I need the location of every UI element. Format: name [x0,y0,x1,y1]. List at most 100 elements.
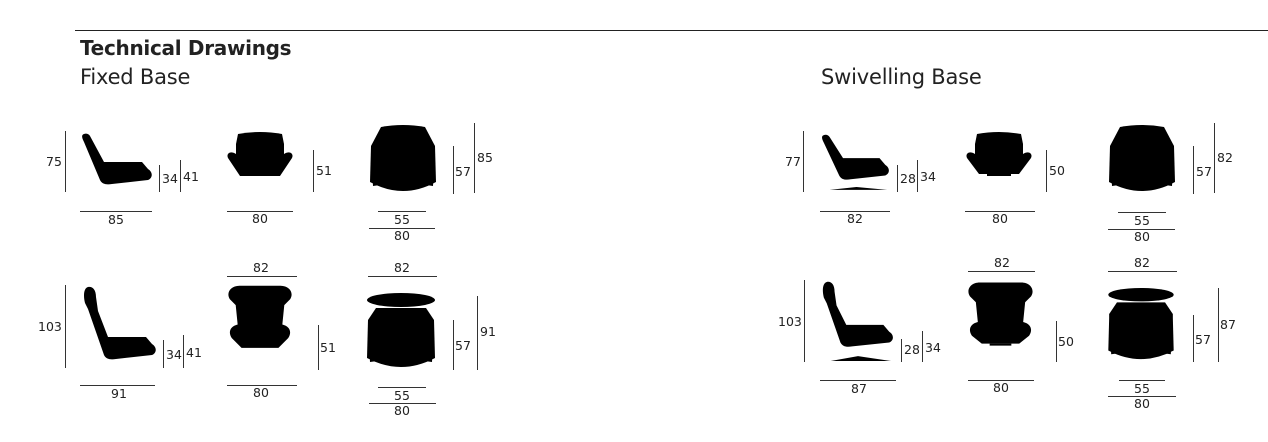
front-chair-drawing [966,280,1035,362]
depth-dim-line [80,385,155,386]
width-dim-line [227,211,293,212]
top-chair-drawing [1108,124,1176,194]
depth-label: 87 [851,381,867,396]
height-label: 103 [778,314,802,329]
seat-dim-line [1193,146,1194,194]
width-dim-line [968,380,1034,381]
seat-height-label: 57 [455,338,471,353]
width-dim-line [227,385,297,386]
wing-width-dim-line [368,276,437,277]
seat-height-label: 28 [900,171,916,186]
arm-height-label: 41 [186,345,202,360]
front-chair-drawing [226,283,294,370]
swivelling-base-heading: Swivelling Base [821,65,982,89]
height-dim-line [803,131,804,192]
seat-width-label: 55 [1134,381,1150,396]
seat-height-label: 57 [1196,164,1212,179]
arm-height-label: 50 [1058,334,1074,349]
depth-label: 85 [108,212,124,227]
depth-dim-line [820,211,890,212]
seat-width-dim-line [1118,212,1166,213]
side-chair-drawing [80,132,155,192]
height-dim-line [65,285,66,368]
arm-dim-line [917,160,918,192]
arm-height-label: 41 [183,169,199,184]
seat-dim-line [897,165,898,192]
wing-width-dim-line [968,271,1035,272]
height-label: 82 [1217,150,1233,165]
depth-dim-line [80,211,152,212]
seat-height-label: 57 [455,164,471,179]
top-chair-drawing [366,292,436,370]
width-dim-line [965,211,1035,212]
depth-dim-line [820,380,896,381]
seat-dim-line [453,320,454,370]
width-label: 80 [1134,229,1150,244]
height-label: 85 [477,150,493,165]
width-label: 80 [993,380,1009,395]
seat-width-label: 55 [394,388,410,403]
arm-height-label: 50 [1049,163,1065,178]
width-label: 80 [394,228,410,243]
width-dim-line [1108,396,1176,397]
width-label: 80 [252,211,268,226]
width-label: 80 [394,403,410,418]
wing-width-label: 82 [1134,255,1150,270]
seat-width-label: 55 [1134,213,1150,228]
seat-height-label: 34 [166,347,182,362]
depth-label: 91 [111,386,127,401]
page-title: Technical Drawings [80,36,292,60]
wing-width-dim-line [1108,271,1177,272]
height-dim-line [477,296,478,370]
top-chair-drawing [1106,287,1176,362]
seat-height-label: 57 [1195,332,1211,347]
seat-dim-line [1193,315,1194,362]
height-dim-line [1214,123,1215,193]
front-chair-drawing [226,130,294,192]
arm-dim-line [922,331,923,362]
arm-dim-line [183,335,184,368]
width-dim-line [369,403,436,404]
wing-width-label: 82 [994,255,1010,270]
wing-width-label: 82 [394,260,410,275]
front-chair-drawing [965,130,1033,192]
arm-height-label: 34 [920,169,936,184]
width-dim-line [1108,229,1175,230]
width-label: 80 [253,385,269,400]
height-dim-line [65,131,66,192]
arm-dim-line [313,150,314,192]
height-dim-line [474,123,475,193]
seat-width-dim-line [378,387,426,388]
side-chair-drawing [820,280,896,362]
depth-label: 82 [847,211,863,226]
width-label: 80 [992,211,1008,226]
arm-dim-line [1046,150,1047,192]
seat-width-dim-line [1119,380,1165,381]
seat-width-dim-line [378,211,426,212]
seat-height-label: 34 [162,171,178,186]
side-chair-drawing [820,132,892,192]
seat-dim-line [453,146,454,194]
height-dim-line [804,280,805,362]
seat-dim-line [901,339,902,362]
height-label: 87 [1220,317,1236,332]
height-label: 91 [480,324,496,339]
arm-height-label: 51 [316,163,332,178]
height-label: 75 [46,154,62,169]
top-rule [75,30,1268,31]
fixed-base-heading: Fixed Base [80,65,191,89]
width-dim-line [369,228,435,229]
seat-height-label: 28 [904,342,920,357]
arm-height-label: 34 [925,340,941,355]
arm-height-label: 51 [320,340,336,355]
wing-width-dim-line [227,276,297,277]
seat-dim-line [163,340,164,368]
height-label: 103 [38,319,62,334]
height-dim-line [1218,288,1219,362]
seat-width-label: 55 [394,212,410,227]
top-chair-drawing [369,124,437,194]
arm-dim-line [318,325,319,370]
seat-dim-line [159,165,160,192]
side-chair-drawing [82,285,158,369]
